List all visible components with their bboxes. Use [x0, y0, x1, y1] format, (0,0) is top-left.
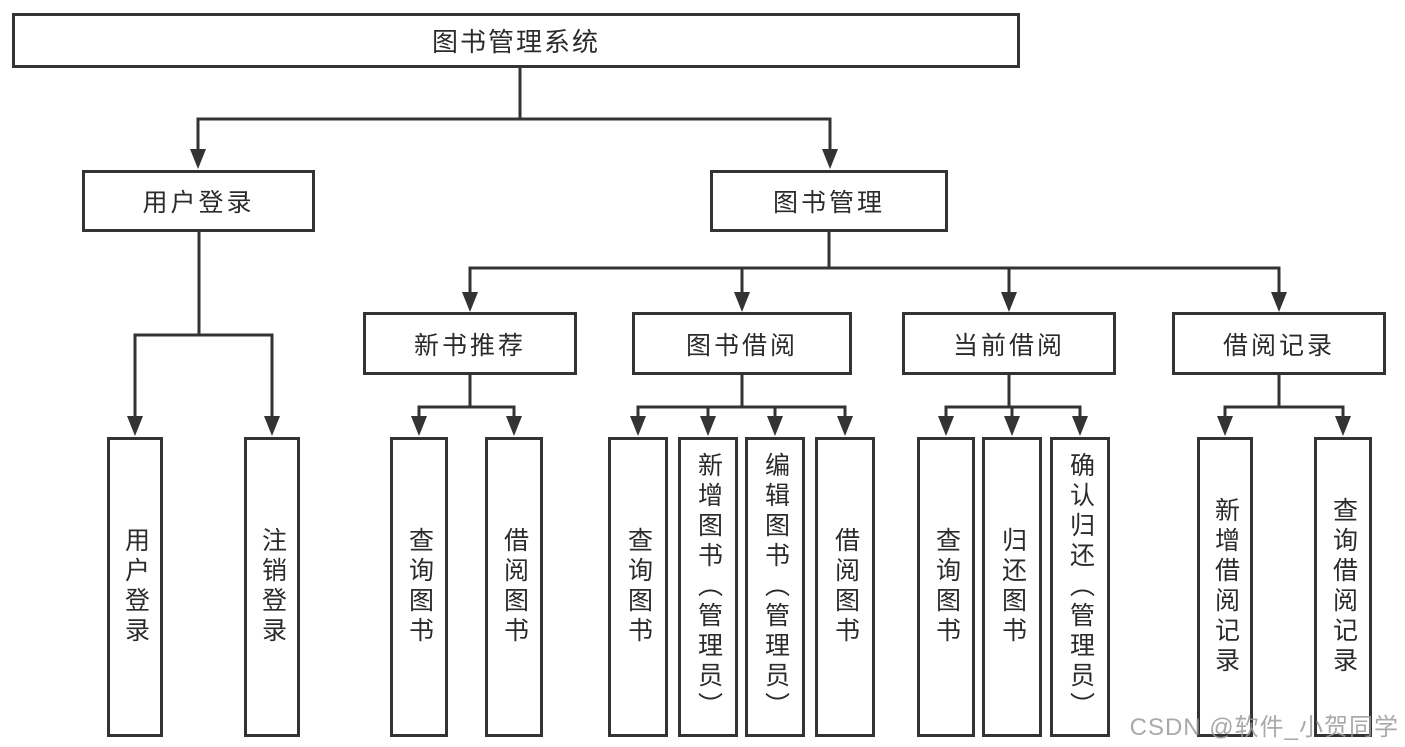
node-add-borrow-record: 新增借阅记录 — [1197, 437, 1253, 737]
connector-book-management-children — [468, 230, 1281, 296]
arrow-down-icon — [734, 292, 750, 312]
connector-borrow-record-children — [1223, 373, 1345, 420]
node-library-management-system: 图书管理系统 — [12, 13, 1020, 68]
node-edit-book-admin: 编辑图书（管理员） — [745, 437, 805, 737]
node-add-book-admin: 新增图书（管理员） — [678, 437, 738, 737]
node-borrow-books: 借阅图书 — [815, 437, 875, 737]
node-query-books-borrow: 查询图书 — [608, 437, 668, 737]
arrow-down-icon — [700, 416, 716, 436]
arrow-down-icon — [411, 416, 427, 436]
node-current-borrow: 当前借阅 — [902, 312, 1116, 375]
arrow-down-icon — [506, 416, 522, 436]
node-confirm-return-admin: 确认归还（管理员） — [1050, 437, 1110, 737]
node-borrow-books-recommend: 借阅图书 — [485, 437, 543, 737]
node-book-management: 图书管理 — [710, 170, 948, 232]
connector-user-login-children — [133, 230, 274, 420]
node-login: 用户登录 — [107, 437, 163, 737]
arrow-down-icon — [190, 149, 206, 169]
arrow-down-icon — [630, 416, 646, 436]
node-new-book-recommend: 新书推荐 — [363, 312, 577, 375]
arrow-down-icon — [1001, 292, 1017, 312]
arrow-down-icon — [837, 416, 853, 436]
node-book-borrow: 图书借阅 — [632, 312, 852, 375]
arrow-down-icon — [938, 416, 954, 436]
arrow-down-icon — [1217, 416, 1233, 436]
arrow-down-icon — [1004, 416, 1020, 436]
node-borrow-record: 借阅记录 — [1172, 312, 1386, 375]
node-logout: 注销登录 — [244, 437, 300, 737]
arrow-down-icon — [822, 149, 838, 169]
connector-new-book-children — [417, 373, 516, 420]
connector-current-borrow-children — [944, 373, 1082, 420]
arrow-down-icon — [1335, 416, 1351, 436]
connector-book-borrow-children — [636, 373, 847, 420]
arrow-down-icon — [264, 416, 280, 436]
arrow-down-icon — [462, 292, 478, 312]
arrow-down-icon — [1271, 292, 1287, 312]
node-query-books-current: 查询图书 — [917, 437, 975, 737]
arrow-down-icon — [767, 416, 783, 436]
arrow-down-icon — [127, 416, 143, 436]
node-query-borrow-record: 查询借阅记录 — [1314, 437, 1372, 737]
arrow-down-icon — [1072, 416, 1088, 436]
node-query-books-recommend: 查询图书 — [390, 437, 448, 737]
connector-root-to-level2 — [196, 66, 832, 153]
node-user-login: 用户登录 — [82, 170, 315, 232]
node-return-book: 归还图书 — [982, 437, 1042, 737]
